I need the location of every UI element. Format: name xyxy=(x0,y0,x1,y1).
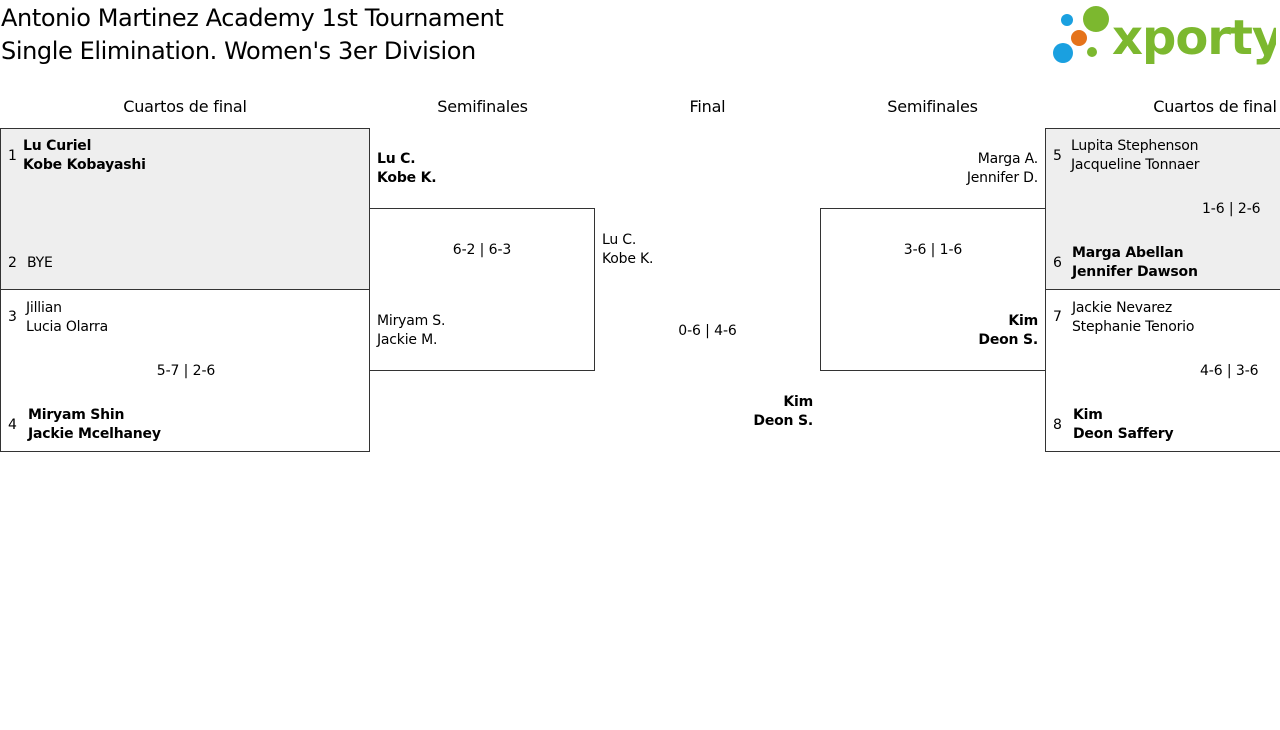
match-score: 4-6 | 3-6 xyxy=(1200,363,1259,379)
team-right-sf-top: Marga A. Jennifer D. xyxy=(967,150,1038,188)
match-left-qf-1[interactable]: 1 Lu Curiel Kobe Kobayashi 2 BYE xyxy=(0,128,370,290)
team-name: Jackie Nevarez Stephanie Tenorio xyxy=(1072,299,1194,337)
match-right-qf-2[interactable]: 7 Jackie Nevarez Stephanie Tenorio 4-6 |… xyxy=(1045,289,1280,452)
seed-number: 7 xyxy=(1053,309,1062,325)
team-name: Jillian Lucia Olarra xyxy=(26,299,108,337)
round-header-right-semifinals: Semifinales xyxy=(887,97,978,116)
player-name: Lu C. xyxy=(377,151,416,167)
seed-number: 1 xyxy=(8,148,17,164)
player-name: Miryam S. xyxy=(377,313,446,329)
match-right-qf-1[interactable]: 5 Lupita Stephenson Jacqueline Tonnaer 1… xyxy=(1045,128,1280,290)
final-score: 0-6 | 4-6 xyxy=(678,323,737,339)
team-final-top: Lu C. Kobe K. xyxy=(602,231,653,269)
match-left-sf[interactable]: 6-2 | 6-3 Miryam S. Jackie M. xyxy=(369,208,595,371)
player-name: Marga A. xyxy=(977,151,1038,167)
round-header-final: Final xyxy=(689,97,726,116)
player-name: Kim xyxy=(1008,313,1038,329)
player-name: Deon S. xyxy=(753,413,813,429)
xporty-dots-icon xyxy=(1053,6,1109,63)
team-name: Lupita Stephenson Jacqueline Tonnaer xyxy=(1071,137,1200,175)
player-name: Jillian xyxy=(26,300,62,316)
team-final-bottom: Kim Deon S. xyxy=(753,393,813,431)
player-name: Kobe K. xyxy=(377,170,437,186)
player-name: Jennifer D. xyxy=(966,170,1038,186)
xporty-wordmark: xporty xyxy=(1112,10,1276,66)
team-name: Miryam Shin Jackie Mcelhaney xyxy=(28,406,161,444)
team-name: BYE xyxy=(27,254,53,273)
player-name: Deon S. xyxy=(978,332,1038,348)
player-name: Lupita Stephenson xyxy=(1071,138,1199,154)
match-right-sf[interactable]: 3-6 | 1-6 Kim Deon S. xyxy=(820,208,1046,371)
player-name: Jackie Nevarez xyxy=(1072,300,1173,316)
player-name: BYE xyxy=(27,255,53,271)
player-name: Jackie M. xyxy=(377,332,438,348)
seed-number: 4 xyxy=(8,417,17,433)
player-name: Jacqueline Tonnaer xyxy=(1071,157,1200,173)
player-name: Lu Curiel xyxy=(23,138,92,154)
player-name: Stephanie Tenorio xyxy=(1072,319,1195,335)
match-left-qf-2[interactable]: 3 Jillian Lucia Olarra 5-7 | 2-6 4 Mirya… xyxy=(0,289,370,452)
seed-number: 5 xyxy=(1053,148,1062,164)
seed-number: 2 xyxy=(8,255,17,271)
player-name: Lucia Olarra xyxy=(26,319,108,335)
match-score: 6-2 | 6-3 xyxy=(452,242,512,258)
round-header-left-semifinals: Semifinales xyxy=(437,97,528,116)
round-header-left-quarterfinals: Cuartos de final xyxy=(123,97,247,116)
player-name: Lu C. xyxy=(602,232,637,248)
player-name: Kim xyxy=(1073,407,1103,423)
team-left-sf-top: Lu C. Kobe K. xyxy=(377,150,437,188)
player-name: Kim xyxy=(783,394,813,410)
round-header-right-quarterfinals: Cuartos de final xyxy=(1153,97,1277,116)
team-name: Kim Deon Saffery xyxy=(1073,406,1174,444)
team-name: Kim Deon S. xyxy=(978,312,1038,350)
player-name: Deon Saffery xyxy=(1073,426,1174,442)
tournament-title-line1: Antonio Martinez Academy 1st Tournament xyxy=(1,4,504,32)
player-name: Miryam Shin xyxy=(28,407,125,423)
seed-number: 6 xyxy=(1053,255,1062,271)
seed-number: 8 xyxy=(1053,417,1062,433)
tournament-title: Antonio Martinez Academy 1st Tournament … xyxy=(1,2,504,68)
match-score: 3-6 | 1-6 xyxy=(903,242,963,258)
match-score: 1-6 | 2-6 xyxy=(1202,201,1261,217)
team-name: Miryam S. Jackie M. xyxy=(377,312,445,350)
xporty-logo: xporty xyxy=(1053,6,1276,66)
seed-number: 3 xyxy=(8,309,17,325)
team-name: Marga Abellan Jennifer Dawson xyxy=(1072,244,1198,282)
player-name: Kobe Kobayashi xyxy=(23,157,146,173)
player-name: Kobe K. xyxy=(602,251,654,267)
player-name: Marga Abellan xyxy=(1072,245,1184,261)
player-name: Jennifer Dawson xyxy=(1072,264,1198,280)
team-name: Lu Curiel Kobe Kobayashi xyxy=(23,137,146,175)
player-name: Jackie Mcelhaney xyxy=(28,426,161,442)
match-score: 5-7 | 2-6 xyxy=(156,363,216,379)
tournament-title-line2: Single Elimination. Women's 3er Division xyxy=(1,37,476,65)
